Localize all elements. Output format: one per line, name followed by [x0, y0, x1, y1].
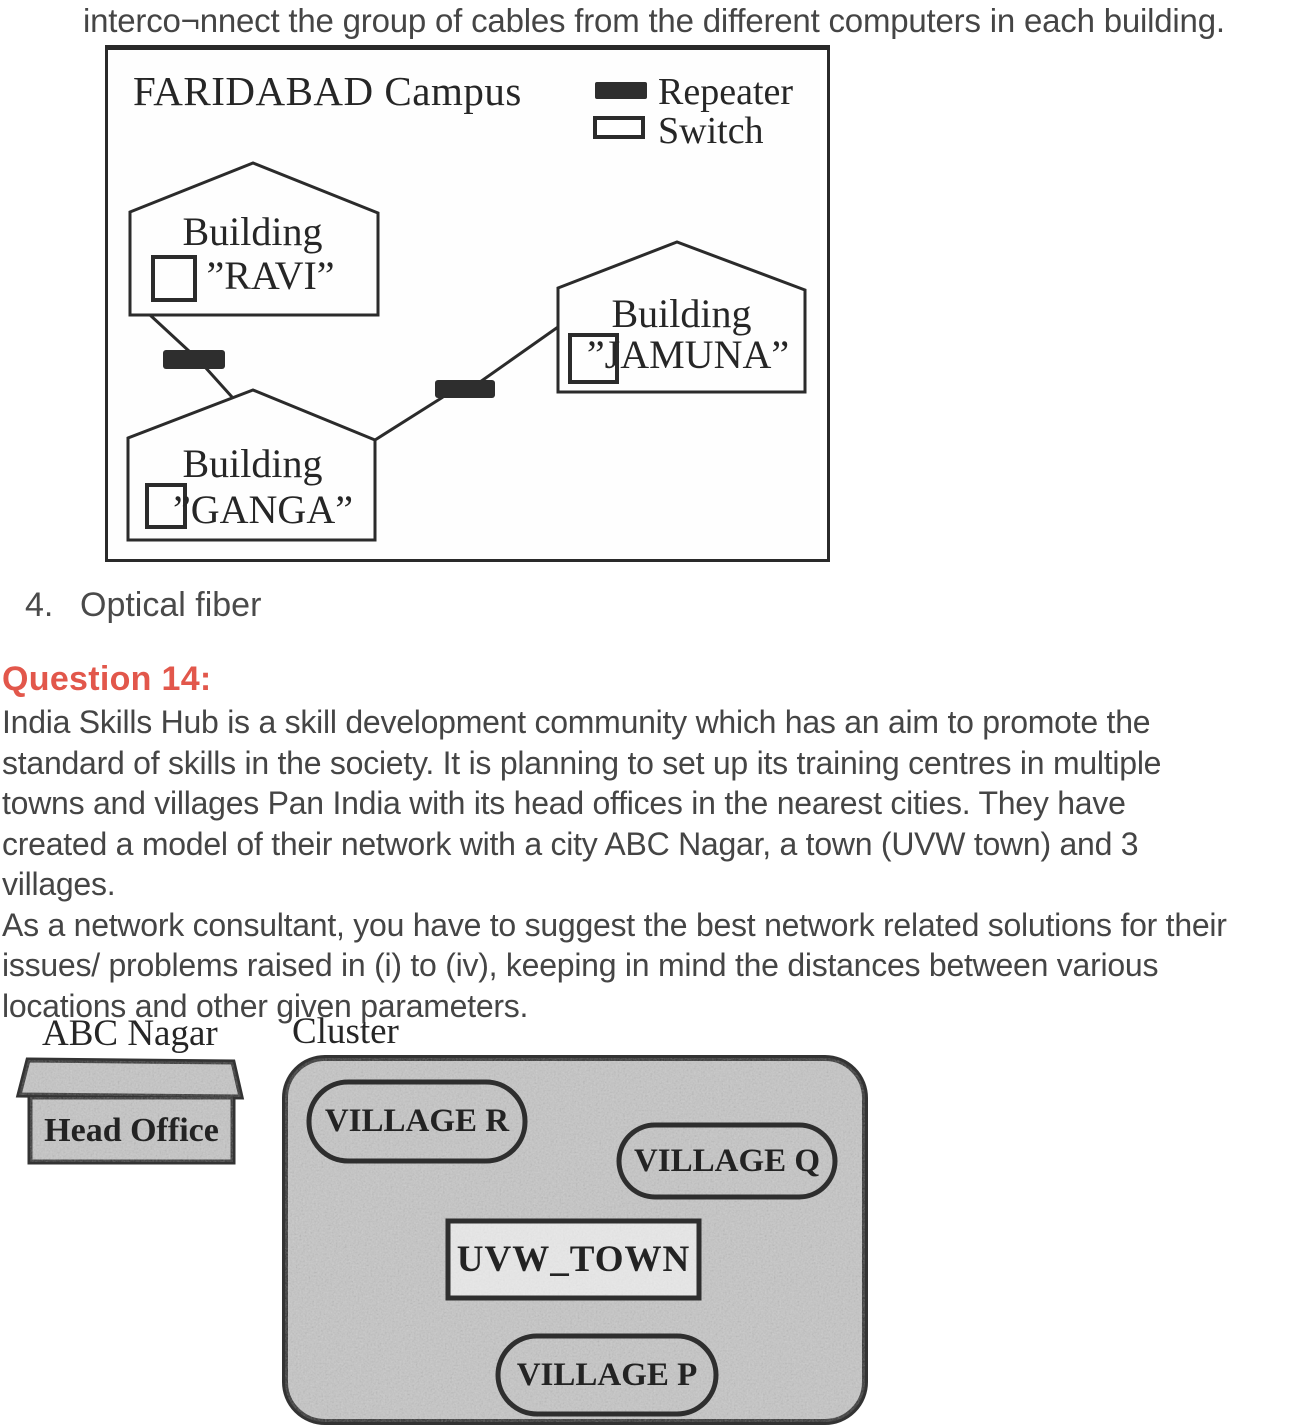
- repeater-icon: [163, 350, 225, 369]
- question-heading: Question 14:: [2, 660, 212, 698]
- network-model-diagram: ABC Nagar Cluster Head Office VILLAGE R …: [0, 1010, 1298, 1426]
- building-jamuna-shape: [556, 240, 807, 394]
- network-model-graphic: [15, 1055, 868, 1425]
- building-ganga-label-line2: ”GANGA”: [173, 487, 353, 532]
- campus-diagram-graphic: [126, 82, 807, 542]
- question-body-text: India Skills Hub is a skill development …: [2, 704, 1227, 1024]
- repeater-icon: [435, 380, 495, 398]
- uvw-town-label: UVW_TOWN: [456, 1239, 691, 1280]
- legend-repeater-label: Repeater: [658, 71, 794, 113]
- village-p-shape: [495, 1333, 719, 1417]
- building-jamuna-label-line1: Building: [611, 291, 752, 336]
- switch-icon: [145, 483, 187, 529]
- building-jamuna-label-line2: ”JAMUNA”: [586, 332, 790, 377]
- cluster-label: Cluster: [292, 1011, 399, 1052]
- village-q-shape: [616, 1122, 838, 1200]
- switch-icon: [568, 333, 619, 384]
- village-p-label: VILLAGE P: [516, 1356, 698, 1393]
- legend-repeater-swatch: [595, 82, 647, 99]
- campus-title: FARIDABAD Campus: [133, 68, 522, 114]
- uvw-town-shape: [445, 1218, 702, 1301]
- head-office-label: Head Office: [44, 1112, 219, 1149]
- city-label: ABC Nagar: [42, 1013, 218, 1054]
- building-ganga-shape: [126, 388, 377, 542]
- answer-option-4: 4. Optical fiber: [25, 586, 261, 625]
- village-q-label: VILLAGE Q: [633, 1142, 821, 1179]
- building-ganga-label-line1: Building: [182, 441, 323, 486]
- switch-icon: [151, 255, 197, 302]
- legend-switch-swatch: [593, 116, 645, 139]
- legend-switch-label: Switch: [658, 110, 764, 152]
- building-ravi-label-line1: Building: [182, 209, 323, 254]
- option-number: 4.: [25, 586, 54, 624]
- option-label: Optical fiber: [80, 586, 262, 624]
- network-cable-lines: [148, 313, 559, 442]
- village-r-label: VILLAGE R: [324, 1103, 510, 1139]
- village-r-shape: [306, 1079, 528, 1164]
- intro-text-line: interco¬nnect the group of cables from t…: [83, 2, 1225, 39]
- building-ravi-label-line2: ”RAVI”: [206, 253, 335, 298]
- campus-diagram: FARIDABAD Campus Repeater Switch Buildin…: [105, 45, 830, 562]
